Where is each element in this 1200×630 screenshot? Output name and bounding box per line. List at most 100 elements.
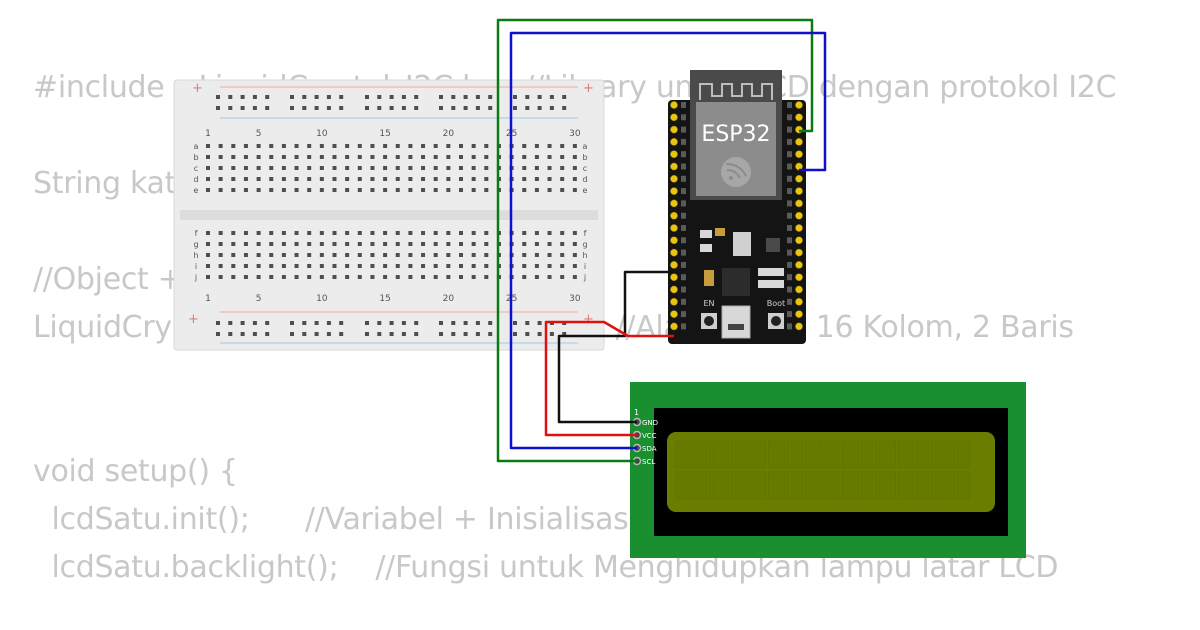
breadboard-hole	[433, 166, 438, 170]
wire-scl-green[interactable]	[496, 18, 814, 463]
breadboard-hole	[243, 166, 248, 170]
breadboard-hole	[522, 155, 527, 159]
lcd-char-cell	[805, 471, 822, 500]
esp32-pin-left[interactable]	[670, 199, 678, 208]
breadboard-hole	[345, 242, 350, 246]
breadboard-hole	[357, 275, 362, 279]
breadboard-hole	[522, 166, 527, 170]
rail-hole	[513, 321, 517, 325]
rail-hole	[290, 332, 294, 336]
rail-hole	[314, 321, 319, 325]
esp32-pin-right[interactable]	[795, 297, 803, 306]
pin-silkscreen	[787, 188, 792, 195]
esp32-pin-right[interactable]	[795, 187, 803, 195]
rail-hole	[475, 332, 480, 336]
esp32-pin-left[interactable]	[670, 285, 678, 294]
esp32-pin-left[interactable]	[670, 261, 678, 269]
breadboard-hole	[269, 166, 274, 170]
rail-hole	[377, 106, 382, 110]
esp32-pin-right[interactable]	[795, 138, 803, 146]
esp32-pin-right[interactable]	[795, 224, 803, 232]
esp32-pin-left[interactable]	[670, 187, 678, 195]
esp32-board[interactable]: ESP32 EN Boot	[668, 70, 806, 344]
breadboard-hole	[281, 275, 286, 279]
breadboard-hole	[383, 166, 388, 170]
rail-hole	[228, 332, 233, 336]
esp32-pin-right[interactable]	[795, 273, 803, 282]
esp32-pin-left[interactable]	[670, 113, 678, 122]
breadboard-hole	[446, 155, 451, 159]
esp32-pin-left[interactable]	[670, 322, 678, 331]
breadboard-hole	[231, 231, 236, 235]
code-line-object-comment: //Object +	[33, 262, 183, 297]
esp32-pin-right[interactable]	[795, 101, 803, 109]
esp32-pin-right[interactable]	[795, 150, 803, 159]
esp32-pin-right[interactable]	[795, 211, 803, 220]
wire-gnd-lcd-black[interactable]	[557, 334, 637, 424]
lcd-character-cells	[675, 440, 970, 500]
boot-button[interactable]	[768, 313, 784, 329]
breadboard-hole	[357, 155, 362, 159]
wire-gnd-esp-black[interactable]	[572, 270, 674, 338]
lcd-char-cell	[897, 440, 915, 469]
esp32-pin-left[interactable]	[670, 138, 678, 146]
breadboard-hole	[446, 188, 451, 192]
esp32-pin-right[interactable]	[795, 285, 803, 294]
esp32-pin-left[interactable]	[670, 211, 678, 220]
pin-silkscreen	[681, 175, 686, 182]
breadboard-hole	[218, 144, 223, 148]
breadboard-hole	[395, 275, 400, 279]
breadboard-hole	[383, 231, 388, 235]
esp32-pin-right[interactable]	[795, 236, 803, 245]
esp32-pin-right[interactable]	[795, 248, 803, 257]
breadboard-hole	[572, 275, 577, 279]
esp32-pin-left[interactable]	[670, 224, 678, 232]
pin-silkscreen	[681, 261, 686, 268]
esp32-pin-left[interactable]	[670, 125, 678, 134]
en-button[interactable]	[701, 313, 717, 329]
esp32-pin-left[interactable]	[670, 174, 678, 183]
breadboard-hole	[243, 144, 248, 148]
esp32-pin-left[interactable]	[670, 297, 678, 306]
lcd-char-cell	[786, 440, 804, 469]
esp32-pin-right[interactable]	[795, 261, 803, 269]
pin-silkscreen	[681, 163, 686, 170]
esp32-pin-right[interactable]	[795, 174, 803, 183]
esp32-pin-right[interactable]	[795, 199, 803, 208]
breadboard-hole	[370, 177, 375, 181]
breadboard-hole	[522, 242, 527, 246]
esp32-pin-left[interactable]	[670, 150, 678, 159]
column-number-bottom: 15	[379, 294, 390, 304]
esp32-pin-right[interactable]	[795, 310, 803, 318]
esp32-pin-left[interactable]	[670, 273, 678, 282]
lcd-char-cell	[675, 440, 693, 469]
rail-hole	[302, 106, 307, 110]
esp32-pin-left[interactable]	[670, 101, 678, 109]
esp32-pin-right[interactable]	[795, 322, 803, 331]
rail-hole	[216, 321, 220, 325]
esp32-pin-left[interactable]	[670, 248, 678, 257]
column-number-top: 1	[205, 129, 211, 139]
lcd-pin-gnd[interactable]: GND	[632, 417, 659, 428]
wire-vcc-esp-red[interactable]	[572, 320, 674, 338]
lcd-1602-i2c[interactable]: 1 GND VCC SDA SCL	[630, 382, 1026, 558]
breadboard-hole	[471, 144, 476, 148]
micro-usb-port[interactable]	[721, 305, 751, 339]
esp32-pin-right[interactable]	[795, 113, 803, 122]
breadboard-hole	[307, 188, 312, 192]
breadboard-hole	[471, 177, 476, 181]
wire-vcc-lcd-red[interactable]	[544, 320, 637, 437]
esp32-pin-left[interactable]	[670, 236, 678, 245]
wire-sda-blue[interactable]	[509, 31, 827, 450]
lcd-char-cell	[953, 440, 970, 469]
esp32-pin-left[interactable]	[670, 162, 678, 171]
rail-hole	[252, 332, 257, 336]
rail-hole	[377, 321, 382, 325]
code-line-setup: void setup() {	[33, 454, 238, 489]
lcd-pin-label-vcc: VCC	[642, 432, 657, 440]
breadboard-hole	[572, 177, 577, 181]
esp32-pin-left[interactable]	[670, 310, 678, 318]
breadboard-hole	[206, 264, 210, 268]
pin-silkscreen	[681, 237, 686, 244]
